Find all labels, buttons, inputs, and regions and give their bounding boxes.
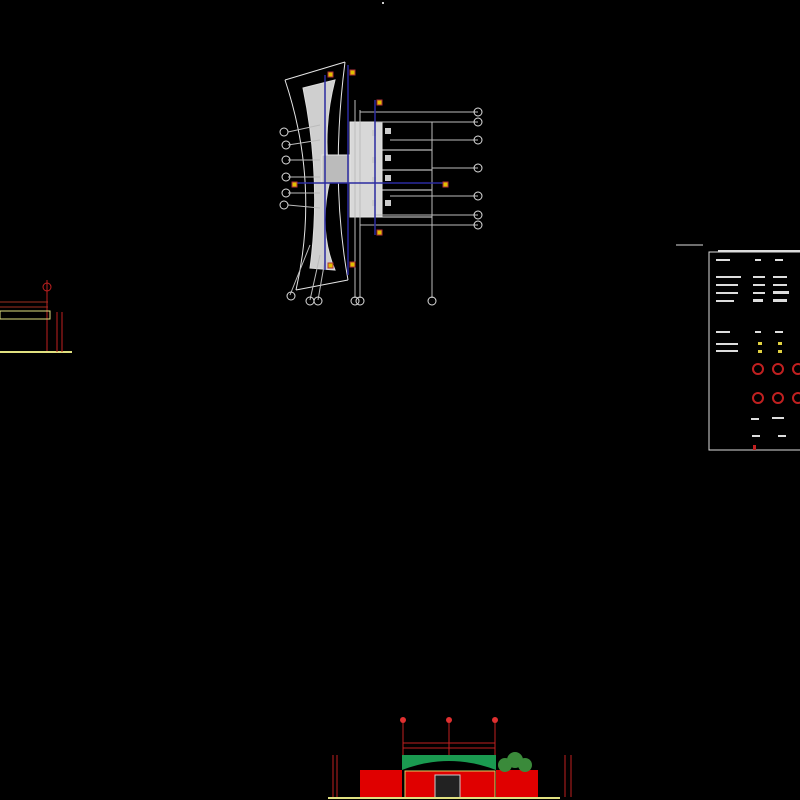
wall-right [496, 770, 538, 798]
room-fixtures [372, 128, 391, 206]
table-mark [753, 445, 756, 450]
table-symbols [752, 363, 800, 404]
entrance-door[interactable] [434, 774, 461, 799]
wall-end-top [284, 61, 346, 81]
curved-outer-wall [284, 79, 307, 291]
slab [0, 310, 51, 320]
wall-left [360, 770, 402, 798]
grid-bubbles[interactable] [279, 107, 483, 306]
origin-marker [382, 2, 384, 4]
roof-canopy [402, 755, 496, 770]
stair [321, 154, 351, 184]
elevation-level-markers [400, 717, 498, 723]
elevation-dimensions [332, 718, 572, 797]
table-markers [758, 342, 782, 353]
section-markers[interactable] [291, 69, 449, 269]
section-fragment[interactable] [0, 280, 72, 353]
trees [498, 752, 532, 772]
schedule-table[interactable] [676, 244, 800, 451]
wall-end-bottom [295, 279, 349, 291]
table-rows [716, 259, 789, 352]
section-axes [295, 65, 447, 275]
hatched-area [302, 79, 336, 271]
floor-plan[interactable] [279, 61, 483, 306]
elevation[interactable] [328, 717, 572, 799]
table-notes [751, 417, 786, 437]
